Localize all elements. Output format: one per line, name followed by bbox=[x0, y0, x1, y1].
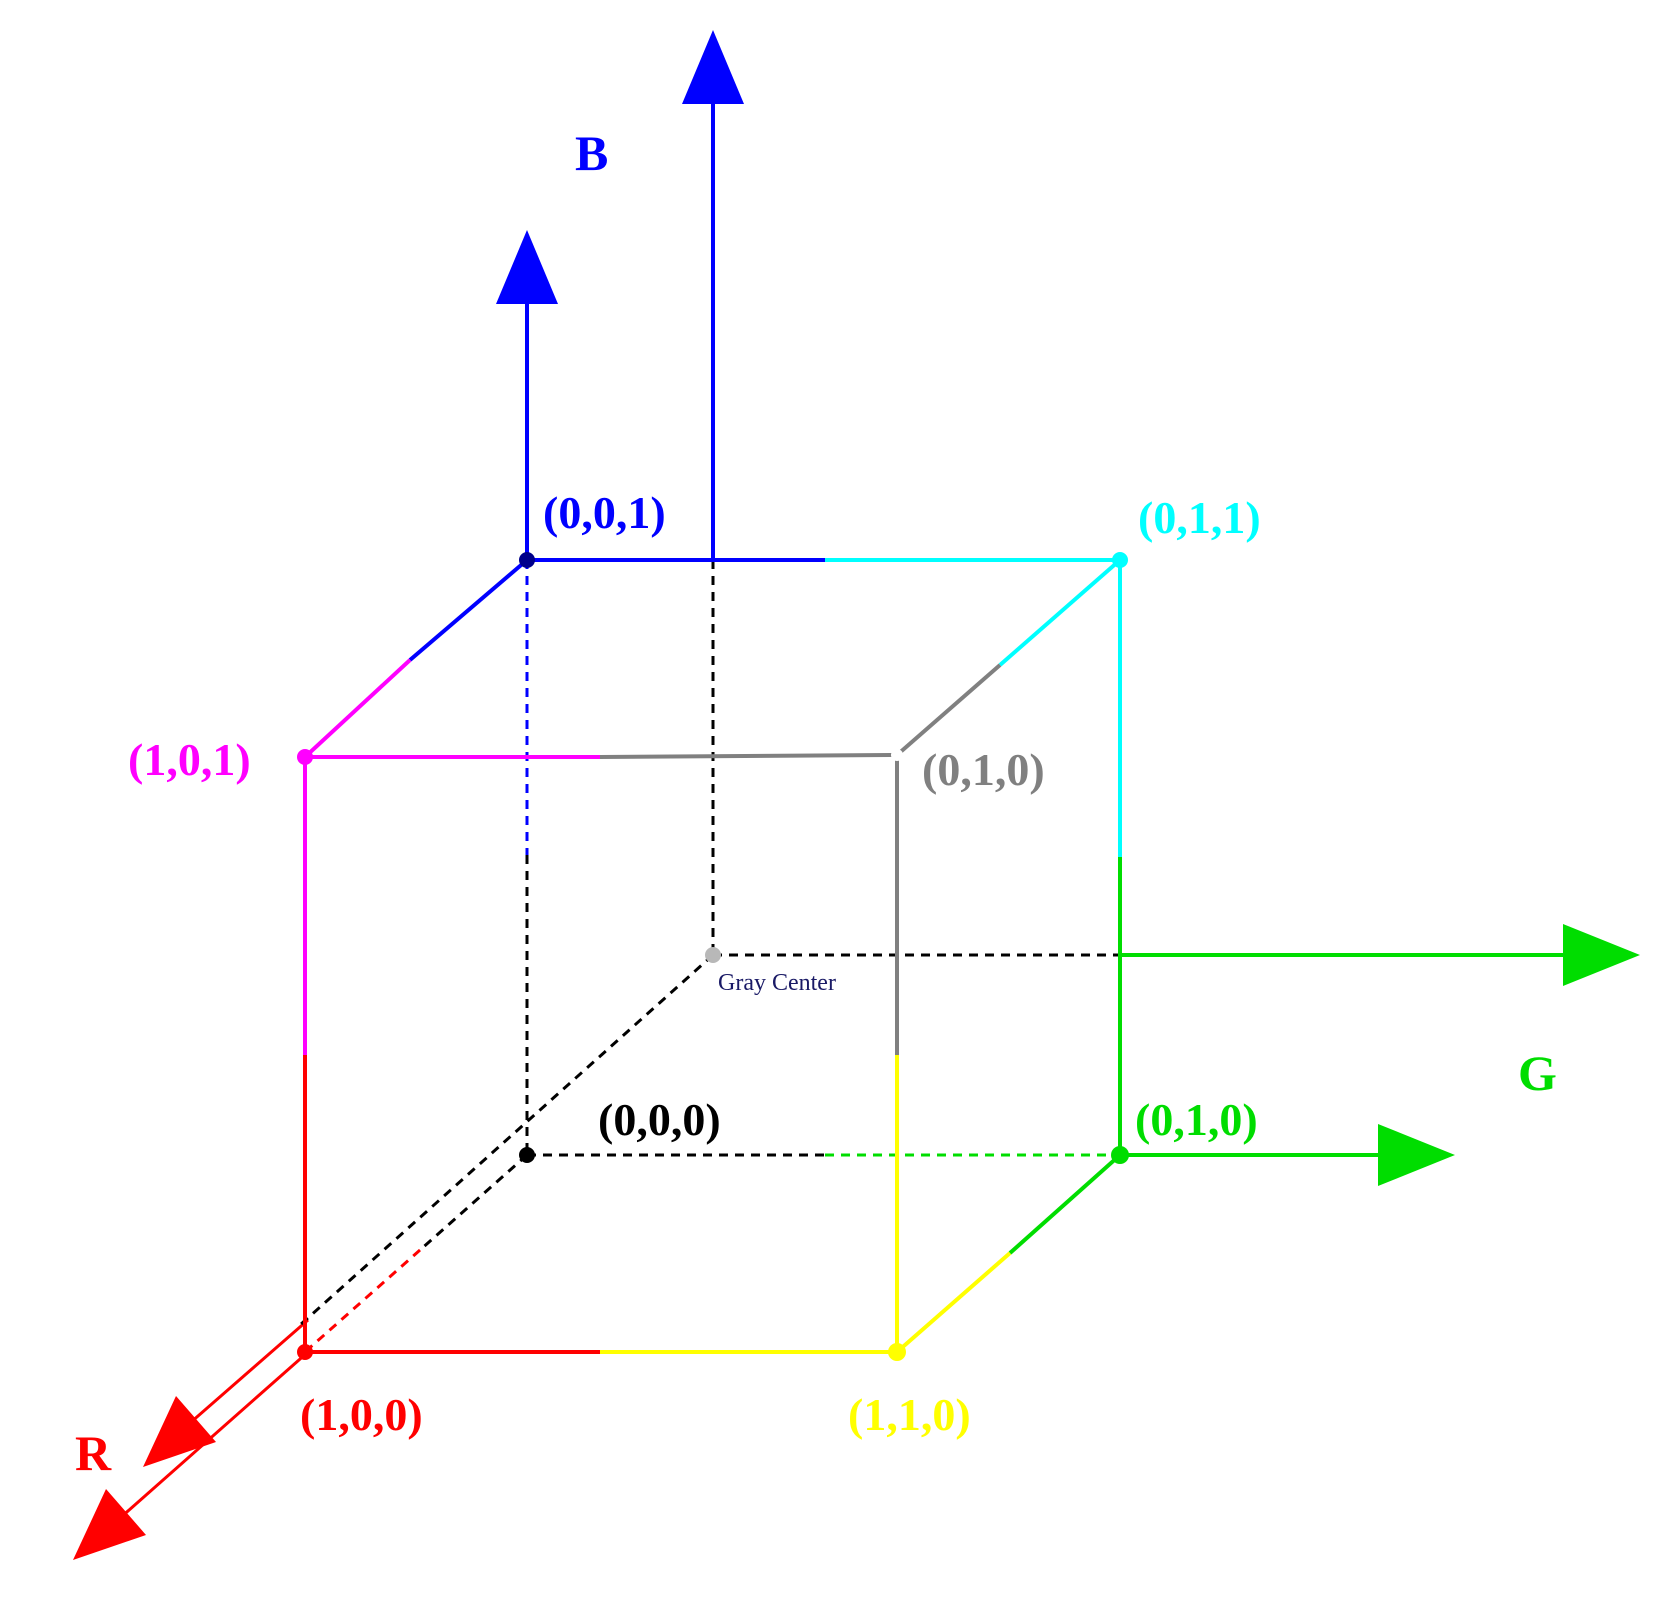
vertex-dot-010-inner bbox=[891, 749, 903, 761]
edge-hidden-r-lower bbox=[304, 1248, 421, 1354]
vertex-dot-100 bbox=[297, 1344, 313, 1360]
red-axis-arrowhead-inner bbox=[143, 1396, 216, 1467]
vertex-label-100: (1,0,0) bbox=[300, 1389, 423, 1440]
gray-center-label: Gray Center bbox=[718, 970, 836, 996]
labels: B G R (0,0,1) (0,1,1) (1,0,1) (0,1,0) Gr… bbox=[75, 125, 1557, 1481]
green-axis bbox=[1120, 924, 1640, 1186]
edge-top-right-cyan bbox=[998, 558, 1122, 667]
r-axis-label: R bbox=[75, 1425, 112, 1481]
edge-top-right-gray bbox=[895, 663, 1002, 757]
red-axis bbox=[73, 1318, 309, 1560]
edge-hidden-center-diagonal bbox=[298, 953, 715, 1327]
edge-hidden-r-upper bbox=[419, 1153, 528, 1252]
edge-top-front-gray bbox=[599, 753, 898, 759]
vertex-label-010-inner: (0,1,0) bbox=[922, 744, 1045, 795]
red-axis-line-outer bbox=[119, 1350, 309, 1520]
b-axis-label: B bbox=[575, 125, 608, 181]
red-axis-arrowhead-outer bbox=[73, 1489, 146, 1560]
blue-axis-arrowhead-long bbox=[682, 30, 744, 104]
edge-top-left-blue bbox=[408, 558, 529, 662]
vertex-label-011: (0,1,1) bbox=[1138, 492, 1261, 543]
vertex-label-101: (1,0,1) bbox=[128, 734, 251, 785]
vertex-dot-011 bbox=[1112, 552, 1128, 568]
vertex-label-010: (0,1,0) bbox=[1135, 1094, 1258, 1145]
hidden-edges bbox=[298, 560, 1120, 1354]
vertex-dot-101 bbox=[297, 749, 313, 765]
blue-axis bbox=[496, 30, 744, 560]
edge-bottom-right-yellow bbox=[895, 1251, 1012, 1354]
vertex-dot-000 bbox=[519, 1147, 535, 1163]
vertex-dot-110 bbox=[888, 1343, 906, 1361]
g-axis-label: G bbox=[1518, 1045, 1557, 1101]
edge-bottom-right-green bbox=[1008, 1153, 1122, 1255]
vertex-dot-010 bbox=[1111, 1146, 1129, 1164]
gray-center-dot bbox=[705, 947, 721, 963]
vertex-label-001: (0,0,1) bbox=[543, 487, 666, 538]
vertex-dots bbox=[297, 552, 1129, 1361]
vertex-dot-001 bbox=[519, 552, 535, 568]
vertex-label-000: (0,0,0) bbox=[598, 1094, 721, 1145]
edge-top-left-magenta bbox=[303, 658, 412, 759]
blue-axis-arrowhead-short bbox=[496, 230, 558, 304]
green-axis-arrowhead-upper bbox=[1563, 924, 1640, 986]
vertex-label-110: (1,1,0) bbox=[848, 1389, 971, 1440]
red-axis-line-inner bbox=[189, 1318, 309, 1425]
green-axis-arrowhead-lower bbox=[1378, 1124, 1455, 1186]
visible-edges bbox=[303, 558, 1122, 1354]
